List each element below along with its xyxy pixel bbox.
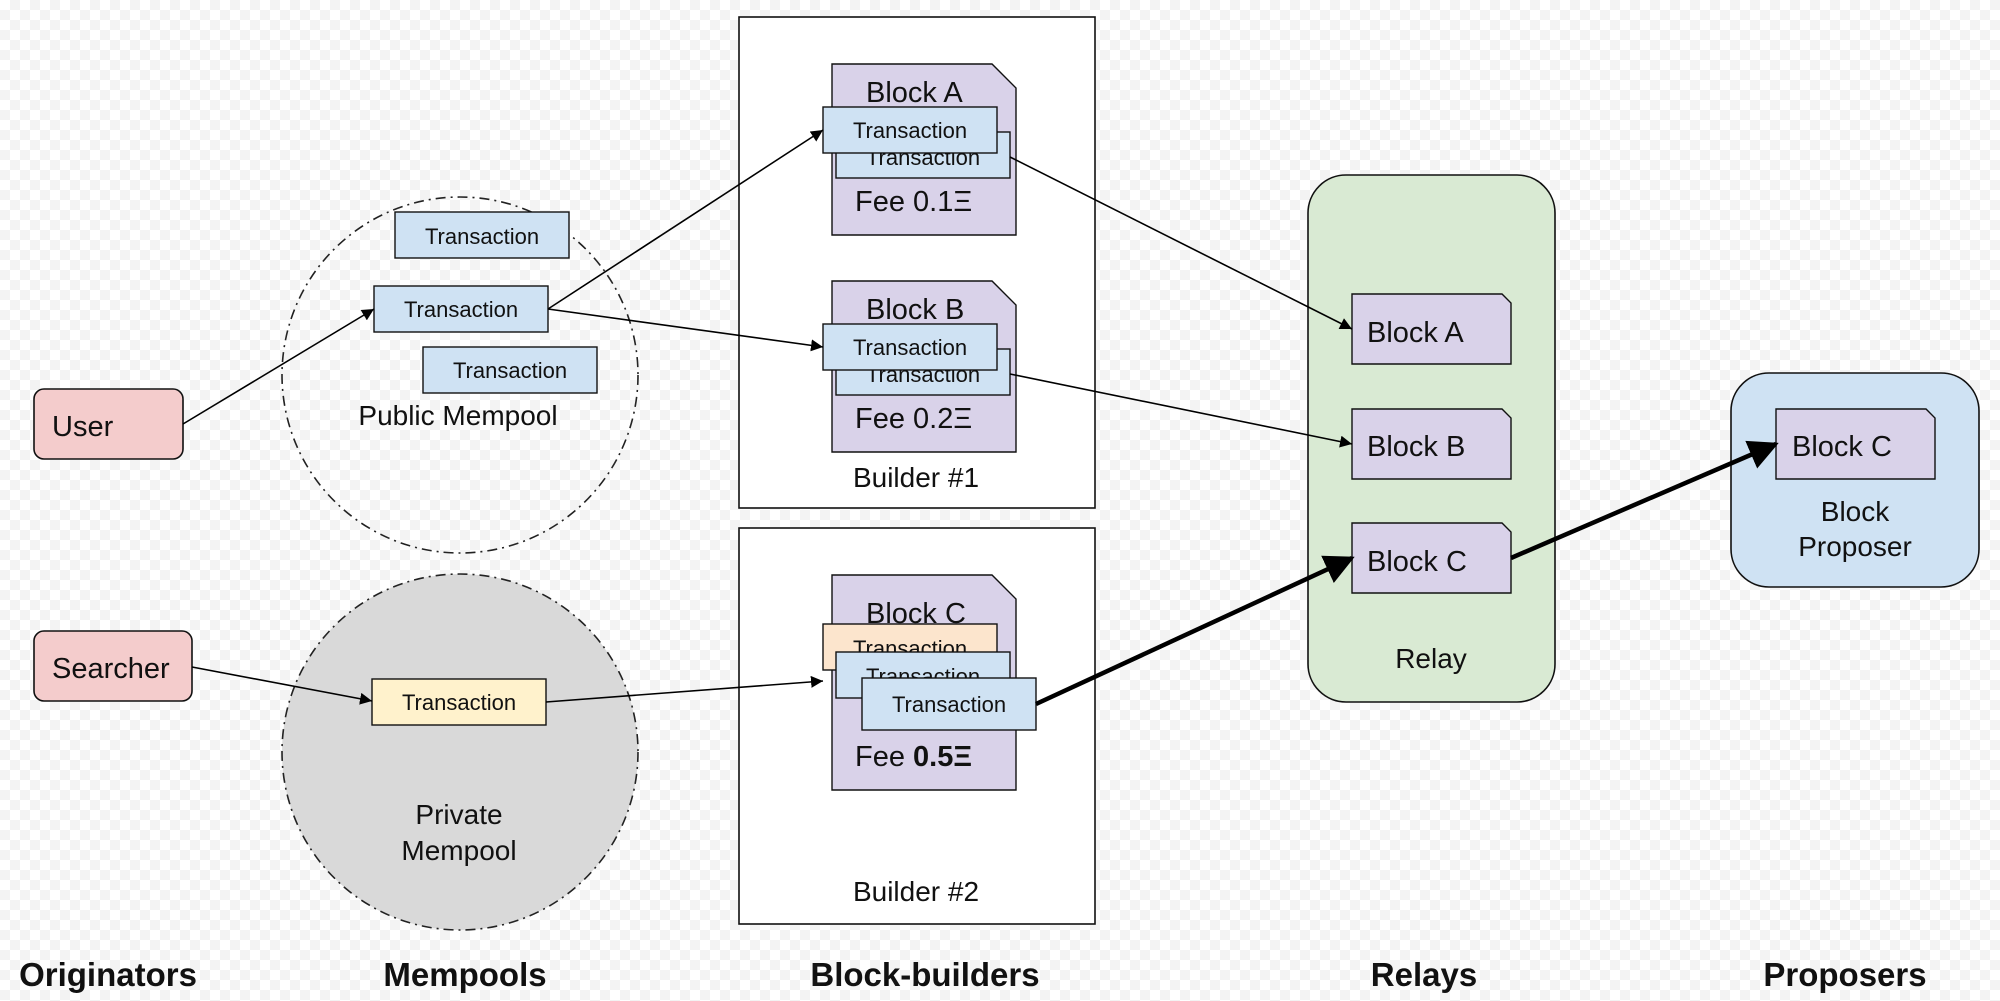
column-heading-originators: Originators — [19, 956, 197, 993]
private-mempool-circle — [281, 573, 639, 931]
block-b-transaction-front-label: Transaction — [853, 335, 967, 360]
relay-block-b — [1351, 408, 1512, 480]
arrow-block-b-to-relay — [1009, 373, 1353, 448]
relay-label: Relay — [1395, 643, 1467, 674]
column-heading-relays: Relays — [1371, 956, 1477, 993]
relay-block-a — [1351, 293, 1512, 365]
builder-block-a-title: Block A — [866, 77, 963, 109]
column-heading-block-builders: Block-builders — [810, 956, 1039, 993]
searcher-label: Searcher — [52, 653, 170, 685]
public-mempool-transaction-label: Transaction — [404, 297, 518, 322]
builder-block-b-title: Block B — [866, 294, 964, 326]
searcher-box — [33, 630, 193, 702]
block-a-fee: Fee 0.1Ξ — [855, 186, 972, 218]
arrow-searcher-to-private-mempool — [191, 666, 373, 705]
block-a-transaction-front-label: Transaction — [853, 118, 967, 143]
public-mempool-transaction-label: Transaction — [453, 358, 567, 383]
builder-2-label: Builder #2 — [853, 876, 979, 907]
arrow-mempool-to-block-a — [547, 129, 824, 310]
arrow-relay-to-proposer — [1510, 440, 1779, 561]
arrow-user-to-mempool — [182, 308, 375, 425]
block-a-transaction-front — [822, 106, 998, 154]
block-c-fee: Fee 0.5Ξ — [855, 741, 972, 773]
private-mempool-label-line1: Private — [415, 799, 502, 830]
public-mempool-circle — [281, 196, 639, 554]
relay-block-c-label: Block C — [1367, 546, 1467, 578]
arrow-block-c-to-relay — [1035, 555, 1355, 707]
proposer-block-c-label: Block C — [1792, 431, 1892, 463]
block-b-transaction-front — [822, 323, 998, 371]
private-mempool-transaction — [371, 678, 547, 726]
user-label: User — [52, 411, 114, 443]
column-heading-mempools: Mempools — [383, 956, 546, 993]
column-heading-proposers: Proposers — [1763, 956, 1926, 993]
public-mempool-transaction-label: Transaction — [425, 224, 539, 249]
relay-block-b-label: Block B — [1367, 431, 1465, 463]
relay-block-a-label: Block A — [1367, 317, 1464, 349]
public-mempool-transaction — [373, 285, 549, 333]
public-mempool-transaction — [422, 346, 598, 394]
proposer-label-line1: Block — [1821, 496, 1890, 527]
public-mempool-label: Public Mempool — [358, 400, 557, 431]
arrow-private-to-block-c — [545, 675, 824, 703]
block-c-transaction-3-label: Transaction — [892, 692, 1006, 717]
builder-1-label: Builder #1 — [853, 462, 979, 493]
arrow-mempool-to-block-b — [547, 308, 824, 352]
arrow-block-a-to-relay — [1009, 156, 1353, 330]
block-b-fee: Fee 0.2Ξ — [855, 403, 972, 435]
private-mempool-label-line2: Mempool — [401, 835, 516, 866]
proposer-label-line2: Proposer — [1798, 531, 1912, 562]
private-mempool-transaction-label: Transaction — [402, 690, 516, 715]
public-mempool-transaction — [394, 211, 570, 259]
